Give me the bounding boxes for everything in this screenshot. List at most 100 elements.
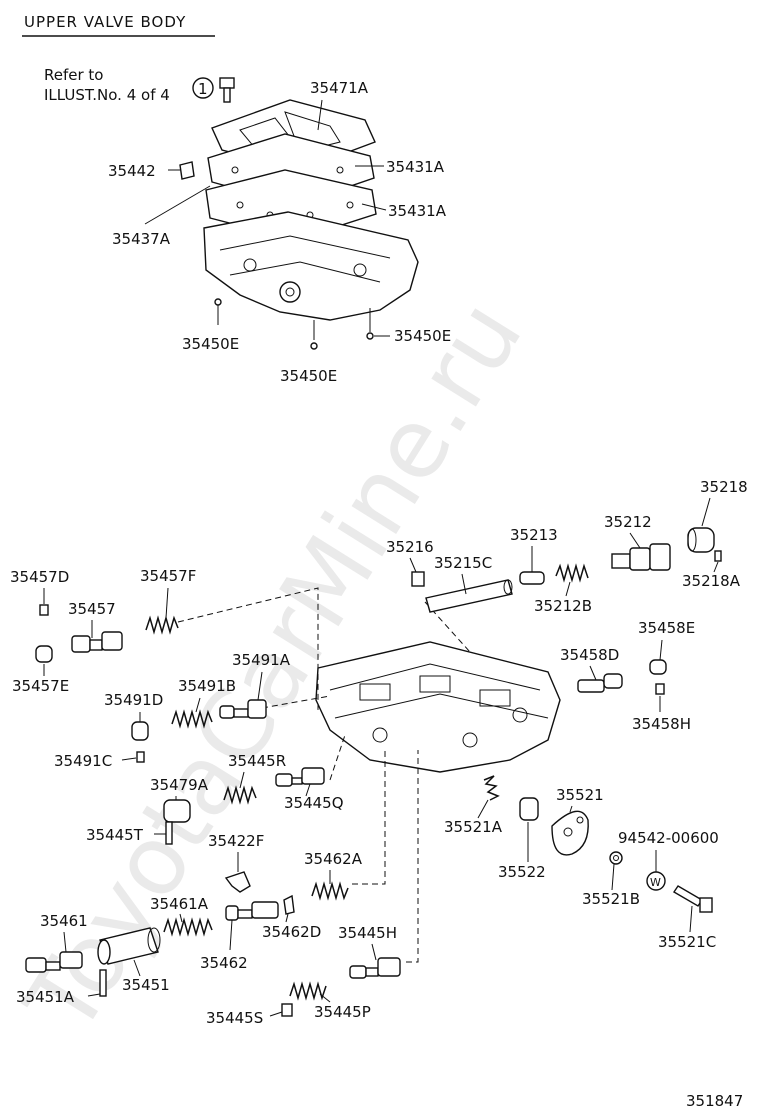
part-label-35491A: 35491A (232, 651, 291, 669)
circled-number: 1 (198, 80, 208, 98)
part-label-35445S: 35445S (206, 1009, 263, 1027)
diagram-title: UPPER VALVE BODY (24, 13, 186, 31)
part-label-35445R: 35445R (228, 752, 286, 770)
part-label-35457D: 35457D (10, 568, 69, 586)
part-label-35471A: 35471A (310, 79, 369, 97)
part-label-35218A: 35218A (682, 572, 741, 590)
plug-35479A (163, 799, 191, 823)
spring-35491B (171, 709, 213, 729)
valve-35458D (577, 673, 623, 693)
washer-35521B (609, 851, 623, 865)
part-label-35457E: 35457E (12, 677, 69, 695)
plug-35213 (519, 571, 545, 585)
spring-35212B (555, 563, 589, 583)
part-label-35521C: 35521C (658, 933, 716, 951)
part-label-35457F: 35457F (140, 567, 196, 585)
check-ball-35442 (179, 161, 195, 180)
valve-35457 (71, 631, 123, 653)
part-label-35422F: 35422F (208, 832, 264, 850)
valve-35445Q (275, 767, 325, 787)
part-label-35522: 35522 (498, 863, 546, 881)
plug-35218 (687, 527, 715, 553)
part-label-35458D: 35458D (560, 646, 619, 664)
valve-35461 (25, 951, 83, 973)
plug-35491D (131, 721, 149, 741)
part-label-35521: 35521 (556, 786, 604, 804)
part-label-35445Q: 35445Q (284, 794, 344, 812)
part-label-35450E-1: 35450E (182, 335, 239, 353)
part-label-35218: 35218 (700, 478, 748, 496)
part-label-35458E: 35458E (638, 619, 695, 637)
part-label-35431A-1: 35431A (386, 158, 445, 176)
plug-35522 (519, 797, 539, 821)
refer-note-line1: Refer to (44, 66, 103, 84)
part-label-35212: 35212 (604, 513, 652, 531)
part-label-35491C: 35491C (54, 752, 112, 770)
part-label-35491D: 35491D (104, 691, 163, 709)
part-label-35462: 35462 (200, 954, 248, 972)
upper-valve-body-casting (203, 211, 419, 321)
bolt-icon (219, 77, 235, 103)
spring-35445R (223, 785, 257, 805)
part-label-35445T: 35445T (86, 826, 144, 844)
valve-35462 (225, 901, 279, 921)
plug-35458E (649, 659, 667, 675)
part-label-35437A: 35437A (112, 230, 171, 248)
valve-35212 (611, 543, 671, 571)
clip-35491C (136, 751, 145, 763)
pin-35445T (165, 821, 173, 845)
spring-35462A (311, 881, 349, 901)
part-label-35462A: 35462A (304, 850, 363, 868)
part-label-35431A-2: 35431A (388, 202, 447, 220)
part-label-35462D: 35462D (262, 923, 321, 941)
part-label-35491B: 35491B (178, 677, 236, 695)
valve-35445H (349, 957, 401, 979)
lower-valve-body-casting (315, 641, 561, 773)
part-label-35442: 35442 (108, 162, 156, 180)
clip-35457D (39, 604, 49, 616)
assembly-line-35491 (261, 695, 331, 709)
pin-35451A (99, 969, 107, 997)
clip-35462D (283, 894, 295, 915)
spring-35461A (163, 917, 213, 937)
part-label-35215C: 35215C (434, 554, 492, 572)
pin-35445S (281, 1003, 293, 1017)
clip-35458H (655, 683, 665, 695)
spring-35445P (289, 981, 327, 1001)
part-label-35216: 35216 (386, 538, 434, 556)
svg-text:W: W (650, 876, 661, 889)
part-label-35445H: 35445H (338, 924, 397, 942)
plug-35457E (35, 645, 53, 663)
diagram-id: 351847 (686, 1092, 743, 1110)
valve-35491A (219, 699, 267, 719)
part-label-35451A: 35451A (16, 988, 75, 1006)
part-label-35451: 35451 (122, 976, 170, 994)
retainer-35422F (224, 871, 251, 893)
clip-35218A (714, 550, 722, 562)
assembly-line-35457 (177, 587, 319, 712)
part-label-35461: 35461 (40, 912, 88, 930)
washer-94542: W (646, 871, 666, 891)
part-label-35212B: 35212B (534, 597, 592, 615)
part-label-35450E-3: 35450E (280, 367, 337, 385)
circled-number-icon (192, 77, 214, 99)
part-label-35521B: 35521B (582, 890, 640, 908)
spring-35521A (483, 775, 500, 801)
part-label-35445P: 35445P (314, 1003, 371, 1021)
assembly-line-35445H (406, 750, 419, 963)
part-label-94542-00600: 94542-00600 (618, 829, 719, 847)
part-label-35461A: 35461A (150, 895, 209, 913)
assembly-line-35445 (329, 734, 346, 781)
part-label-35213: 35213 (510, 526, 558, 544)
spring-35457F (145, 615, 179, 635)
valve-35215C (425, 579, 513, 613)
assembly-line-35462 (352, 750, 386, 885)
part-label-35521A: 35521A (444, 818, 503, 836)
bolt-35521C (673, 885, 713, 913)
part-label-35457: 35457 (68, 600, 116, 618)
part-label-35450E-2: 35450E (394, 327, 451, 345)
refer-note-line2: ILLUST.No. 4 of 4 (44, 86, 170, 104)
cam-35521 (551, 810, 589, 856)
part-label-35479A: 35479A (150, 776, 209, 794)
